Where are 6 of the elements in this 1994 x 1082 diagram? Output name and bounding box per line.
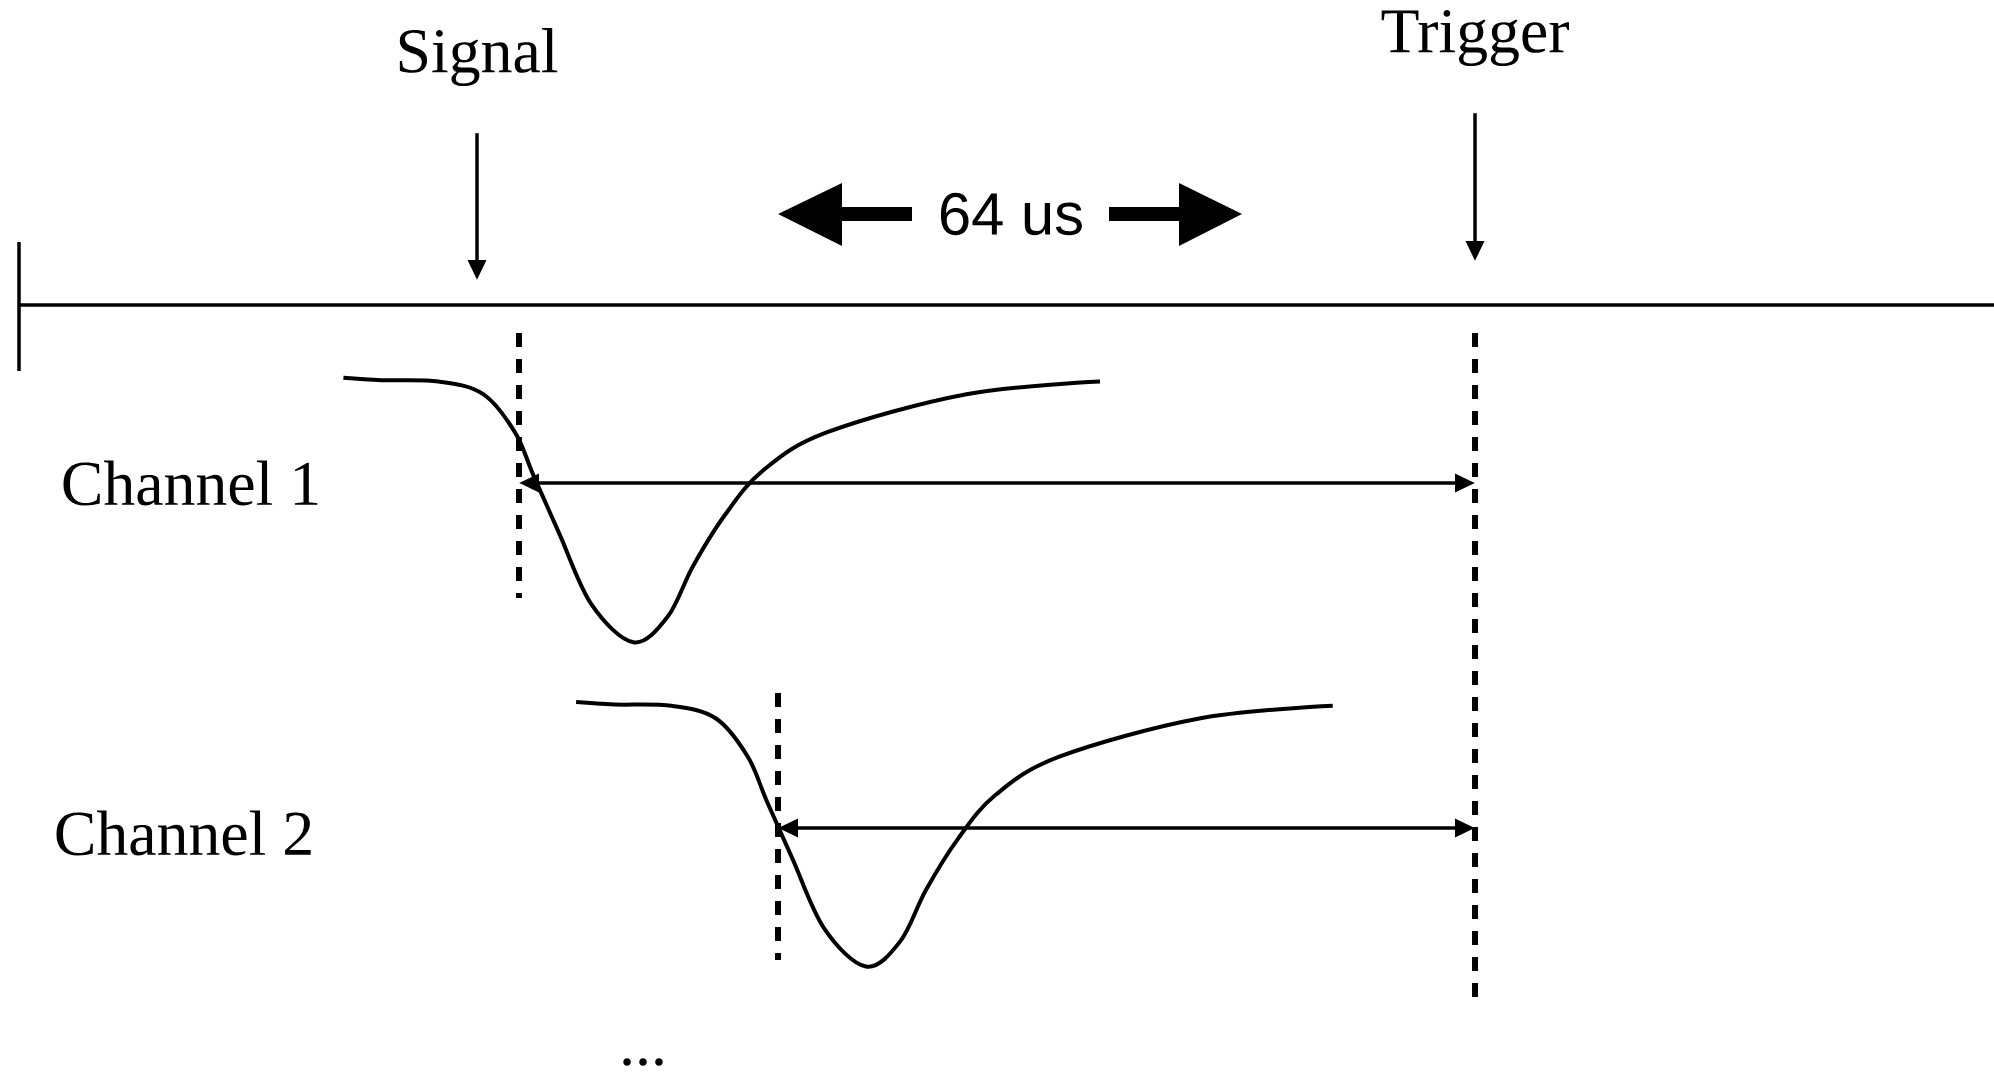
duration-label: 64 us — [940, 192, 1082, 236]
signal-label: Signal — [399, 28, 558, 86]
channel-label: Channel 1 — [63, 460, 318, 506]
signal-label: Trigger — [1381, 10, 1569, 66]
ellipsis: ... — [623, 1058, 663, 1066]
channel-label: Channel 2 — [56, 810, 311, 856]
